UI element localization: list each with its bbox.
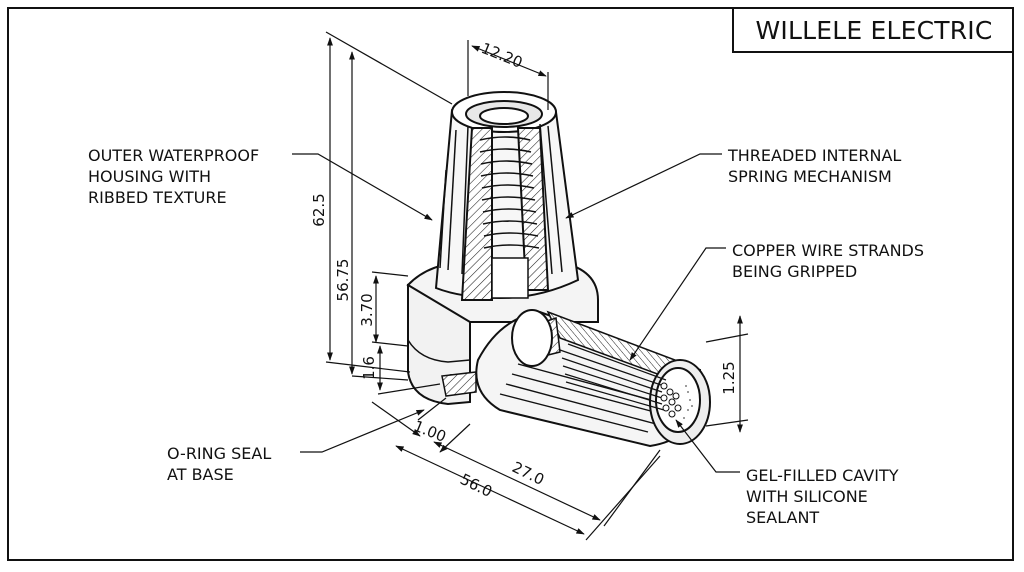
dim-branch-length: 27.0	[509, 458, 547, 489]
dim-gap: 1.00	[411, 417, 449, 446]
dim-collar: 3.70	[358, 293, 376, 326]
dim-top-width: 12.20	[479, 39, 526, 72]
company-name: WILLELE ELECTRIC	[755, 15, 993, 45]
drawing-border	[7, 7, 1014, 561]
callout-gel: GEL-FILLED CAVITY WITH SILICONE SEALANT	[746, 465, 898, 528]
dim-end-offset: 1.25	[720, 361, 738, 394]
branch-housing	[475, 309, 711, 448]
leader-lines	[292, 153, 740, 473]
vertical-housing	[406, 91, 599, 406]
dim-overall-height: 62.5	[310, 193, 328, 226]
callout-spring: THREADED INTERNAL SPRING MECHANISM	[728, 145, 901, 187]
callout-line: GEL-FILLED CAVITY	[746, 466, 899, 485]
callout-line: SPRING MECHANISM	[728, 167, 892, 186]
callout-outer-housing: OUTER WATERPROOF HOUSING WITH RIBBED TEX…	[88, 145, 259, 208]
dim-body-height: 56.75	[334, 259, 352, 302]
callout-line: RIBBED TEXTURE	[88, 188, 227, 207]
callout-line: SEALANT	[746, 508, 820, 527]
callout-line: HOUSING WITH	[88, 167, 212, 186]
dimension-lines	[325, 31, 749, 541]
callout-line: AT BASE	[167, 465, 234, 484]
callout-line: THREADED INTERNAL	[728, 146, 902, 165]
callout-line: OUTER WATERPROOF	[88, 146, 260, 165]
dim-base-step: 1.6	[360, 356, 378, 380]
callout-oring: O-RING SEAL AT BASE	[167, 443, 271, 485]
callout-line: BEING GRIPPED	[732, 262, 858, 281]
dim-overall-length: 56.0	[457, 470, 495, 501]
callout-line: O-RING SEAL	[167, 444, 272, 463]
callout-line: COPPER WIRE STRANDS	[732, 241, 925, 260]
callout-line: WITH SILICONE	[746, 487, 868, 506]
title-block: WILLELE ELECTRIC	[732, 9, 1014, 53]
callout-copper: COPPER WIRE STRANDS BEING GRIPPED	[732, 240, 924, 282]
